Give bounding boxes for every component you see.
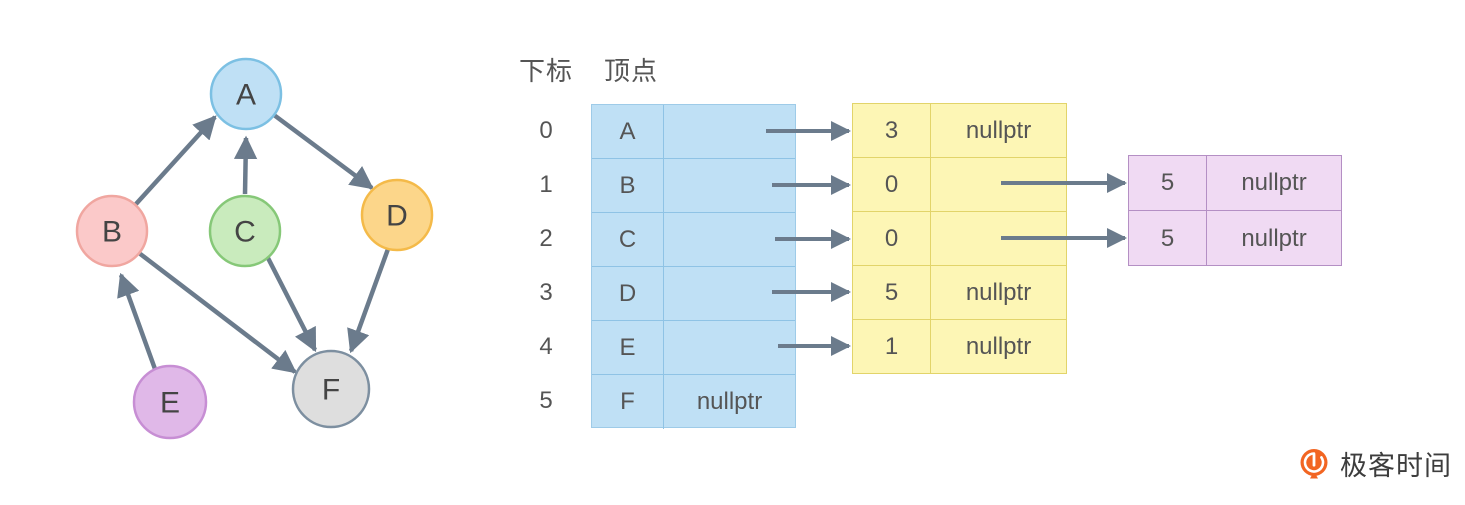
vertex-letter-0: A bbox=[592, 105, 664, 158]
node-label-A: A bbox=[236, 79, 256, 112]
edge-A-to-D bbox=[272, 113, 374, 190]
tail-value-0: 5 bbox=[1129, 156, 1207, 210]
adjacency-value-3: 5 bbox=[853, 266, 931, 319]
adjacency-next-2 bbox=[931, 212, 1066, 265]
node-label-C: C bbox=[234, 216, 256, 249]
adjacency-next-3: nullptr bbox=[965, 278, 1032, 306]
adjacency-next-0: nullptr bbox=[965, 116, 1032, 144]
index-label-0: 0 bbox=[539, 117, 553, 144]
logo-text: 极客时间 bbox=[1340, 451, 1452, 481]
graph-node-E[interactable]: E bbox=[132, 364, 208, 440]
adjacency-next-4: nullptr bbox=[965, 333, 1032, 360]
brand-logo: 极客时间 bbox=[1297, 444, 1452, 483]
node-label-F: F bbox=[322, 374, 340, 407]
tail-row-0[interactable]: 5 nullptr bbox=[1129, 156, 1341, 211]
edge-C-to-A bbox=[233, 135, 258, 195]
index-label-3: 3 bbox=[539, 279, 553, 306]
graph-svg: A B C D E F bbox=[75, 57, 434, 440]
vertex-row-2[interactable]: C bbox=[592, 213, 795, 267]
graph-panel: A B C D E F bbox=[0, 0, 500, 505]
tail-value-1: 5 bbox=[1129, 211, 1207, 266]
index-label-4: 4 bbox=[539, 333, 553, 360]
node-circle-F[interactable] bbox=[291, 349, 371, 429]
column-header-index: 下标 bbox=[519, 56, 574, 86]
graph-node-A[interactable]: A bbox=[209, 57, 283, 131]
node-label-E: E bbox=[160, 387, 180, 420]
vertex-next-1 bbox=[664, 159, 795, 212]
adjacency-table: 3 nullptr 0 0 5 nullptr 1 nullptr bbox=[852, 103, 1067, 374]
edge-B-to-A bbox=[134, 115, 217, 206]
adjacency-value-2: 0 bbox=[853, 212, 931, 265]
vertex-letter-5: F bbox=[592, 375, 664, 429]
adjacency-row-2[interactable]: 0 bbox=[853, 212, 1066, 266]
vertex-letter-4: E bbox=[592, 321, 664, 374]
vertex-row-3[interactable]: D bbox=[592, 267, 795, 321]
vertex-table: A B C D E F nullptr bbox=[591, 104, 796, 429]
adjacency-value-1: 0 bbox=[853, 158, 931, 211]
adjacency-row-0[interactable]: 3 nullptr bbox=[853, 104, 1066, 158]
edge-D-to-F bbox=[347, 248, 391, 354]
index-label-1: 1 bbox=[539, 171, 553, 198]
edge-E-to-B bbox=[117, 272, 158, 370]
vertex-letter-2: C bbox=[592, 213, 664, 266]
vertex-next-5: nullptr bbox=[696, 388, 763, 415]
index-label-5: 5 bbox=[539, 387, 553, 414]
geektime-logo-icon bbox=[1300, 448, 1328, 478]
edge-B-to-F bbox=[137, 251, 297, 374]
node-circle-D[interactable] bbox=[360, 178, 434, 252]
tail-next-0: nullptr bbox=[1241, 169, 1307, 196]
node-circle-A[interactable] bbox=[209, 57, 283, 131]
vertex-letter-3: D bbox=[592, 267, 664, 320]
vertex-row-1[interactable]: B bbox=[592, 159, 795, 213]
adjacency-value-4: 1 bbox=[853, 320, 931, 374]
vertex-row-4[interactable]: E bbox=[592, 321, 795, 375]
tail-table: 5 nullptr 5 nullptr bbox=[1128, 155, 1342, 266]
vertex-next-0 bbox=[664, 105, 795, 158]
column-header-vertex: 顶点 bbox=[604, 56, 659, 86]
tail-row-1[interactable]: 5 nullptr bbox=[1129, 211, 1341, 266]
graph-node-C[interactable]: C bbox=[208, 194, 282, 268]
graph-edges bbox=[117, 113, 391, 374]
vertex-row-5[interactable]: F nullptr bbox=[592, 375, 795, 429]
vertex-row-0[interactable]: A bbox=[592, 105, 795, 159]
vertex-letter-1: B bbox=[592, 159, 664, 212]
node-label-D: D bbox=[386, 200, 408, 233]
node-circle-C[interactable] bbox=[208, 194, 282, 268]
vertex-next-2 bbox=[664, 213, 795, 266]
adjacency-row-1[interactable]: 0 bbox=[853, 158, 1066, 212]
index-label-2: 2 bbox=[539, 225, 553, 252]
vertex-next-4 bbox=[664, 321, 795, 374]
node-label-B: B bbox=[102, 216, 122, 249]
adjacency-next-1 bbox=[931, 158, 1066, 211]
edge-C-to-F bbox=[265, 256, 318, 353]
graph-node-D[interactable]: D bbox=[360, 178, 434, 252]
graph-node-F[interactable]: F bbox=[291, 349, 371, 429]
node-circle-E[interactable] bbox=[132, 364, 208, 440]
adjacency-row-3[interactable]: 5 nullptr bbox=[853, 266, 1066, 320]
graph-node-B[interactable]: B bbox=[75, 194, 149, 268]
tail-next-1: nullptr bbox=[1241, 224, 1307, 252]
node-circle-B[interactable] bbox=[75, 194, 149, 268]
adjacency-row-4[interactable]: 1 nullptr bbox=[853, 320, 1066, 374]
vertex-next-3 bbox=[664, 267, 795, 320]
adjacency-value-0: 3 bbox=[853, 104, 931, 157]
